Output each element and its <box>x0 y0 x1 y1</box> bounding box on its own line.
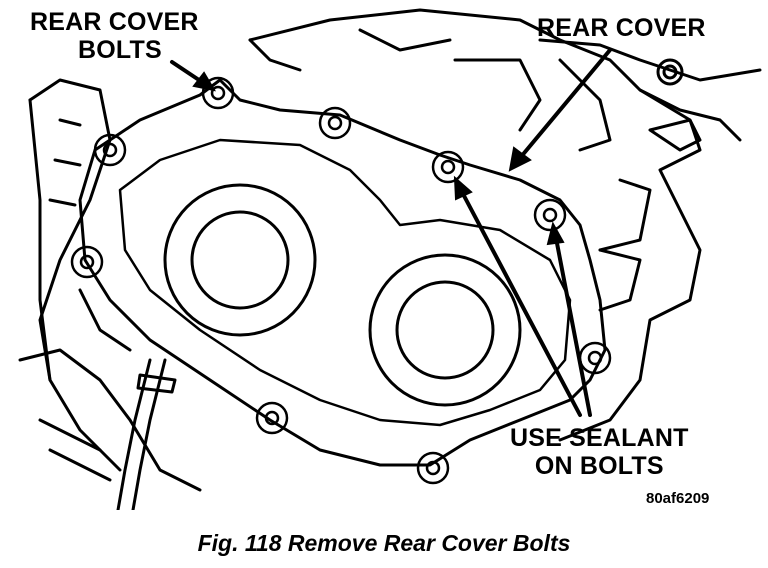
bolt <box>416 451 450 485</box>
rear-cover-illustration <box>18 8 762 510</box>
lower-bearing-boss <box>368 253 522 407</box>
rear-cover-bolts-label-line-1: REAR COVER <box>30 8 199 36</box>
bolt <box>533 198 567 232</box>
bolt <box>318 106 352 140</box>
background-housing <box>18 8 762 492</box>
bolt <box>201 76 235 110</box>
arrow-sealant-bolt-2 <box>546 221 592 417</box>
rear-cover-label: REAR COVER <box>537 14 706 42</box>
pointer-arrows <box>170 48 612 417</box>
sealant-label-line-1: USE SEALANT <box>510 424 689 452</box>
tube-line <box>116 358 177 510</box>
rear-cover-bolts-label-line-2: BOLTS <box>78 36 162 64</box>
arrow-rear-cover <box>508 48 612 172</box>
arrow-rear-cover-bolts <box>170 60 216 92</box>
reference-code: 80af6209 <box>646 490 710 507</box>
rear-cover-outline <box>78 78 607 467</box>
bolt <box>93 133 127 167</box>
figure-caption: Fig. 118 Remove Rear Cover Bolts <box>197 530 571 556</box>
bolt <box>70 245 104 279</box>
cover-bolts <box>70 76 612 485</box>
arrow-sealant-bolt-1 <box>453 175 582 417</box>
bolt <box>431 150 465 184</box>
upper-bearing-boss <box>163 183 317 337</box>
sealant-label: USE SEALANT ON BOLTS <box>510 424 689 480</box>
rear-cover-bolts-label: REAR COVER BOLTS <box>30 8 199 64</box>
sealant-label-line-2: ON BOLTS <box>534 452 664 480</box>
bolt <box>255 401 289 435</box>
rear-cover-inner-ridge <box>118 138 572 427</box>
